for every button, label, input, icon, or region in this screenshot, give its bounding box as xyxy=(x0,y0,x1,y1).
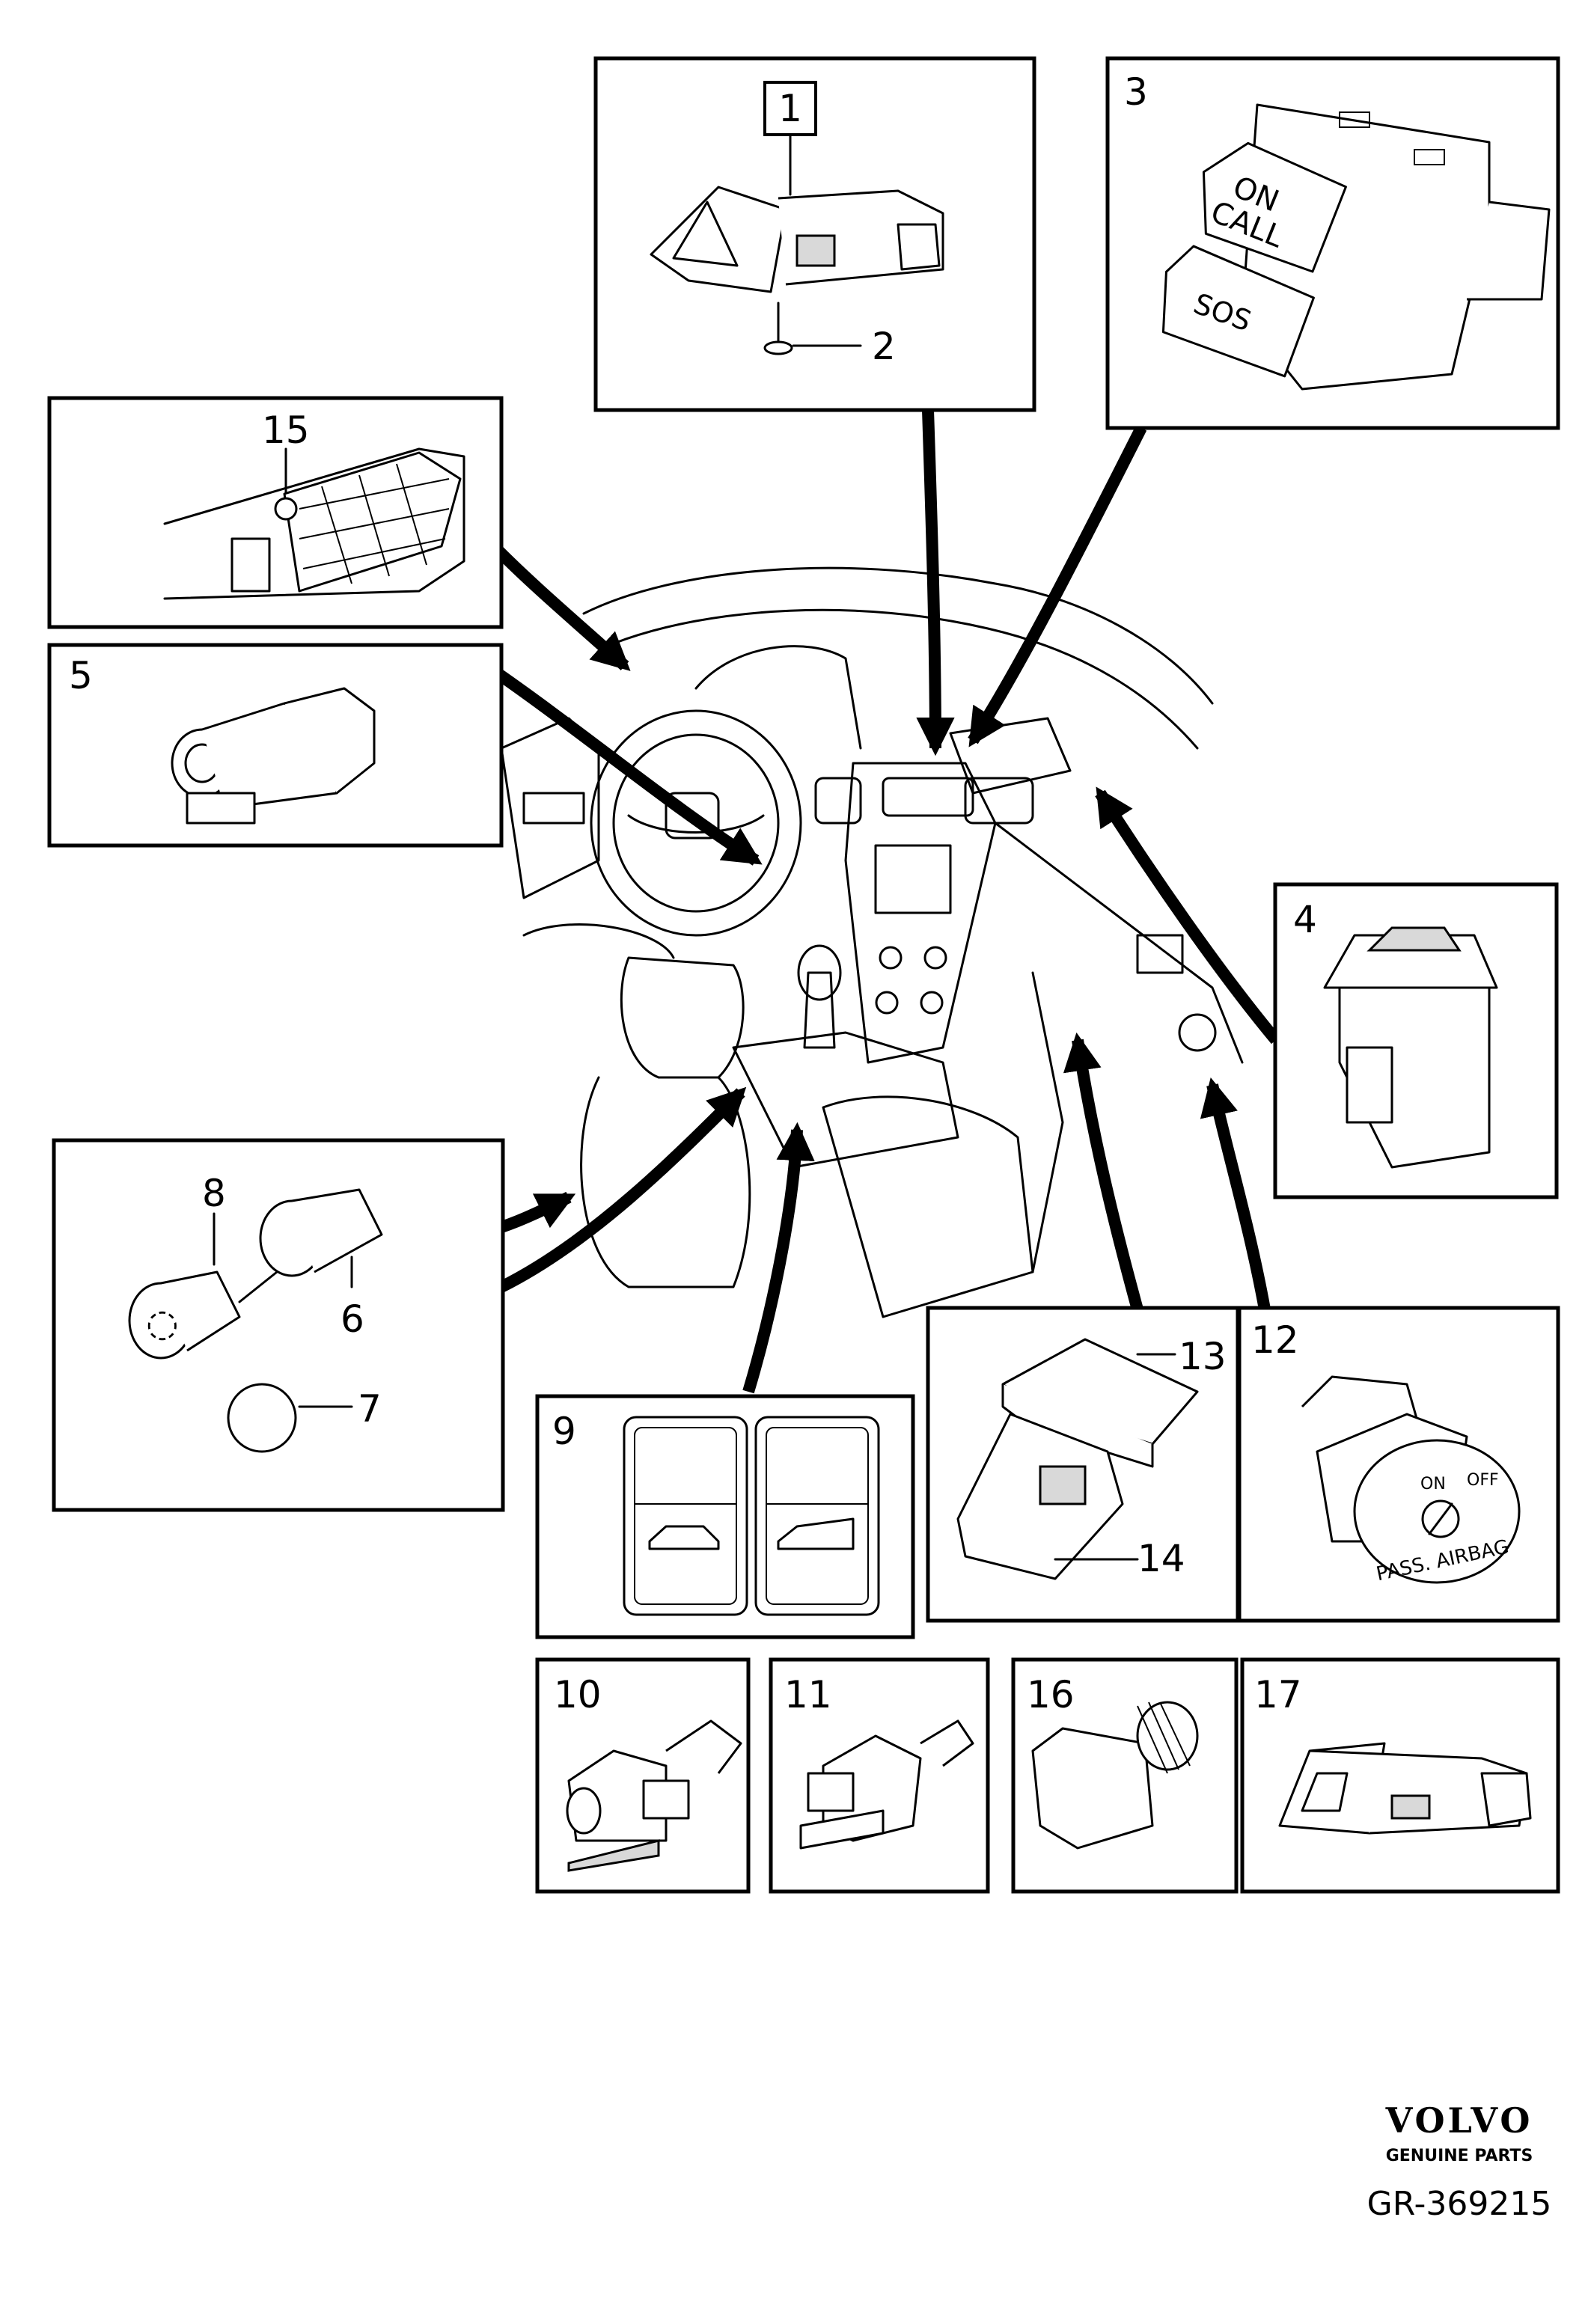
panel-on-call-sos: 3 ON CALL SOS xyxy=(1105,56,1560,430)
callout-9: 9 xyxy=(552,1410,576,1453)
panel-grille: 15 xyxy=(47,396,504,629)
panel-ignition: 5 xyxy=(47,643,504,848)
callout-13: 13 xyxy=(1179,1335,1227,1378)
volvo-logo: VOLVO xyxy=(1385,2100,1533,2141)
diagram-reference: GR-369215 xyxy=(1367,2185,1552,2223)
car-interior-illustration xyxy=(500,566,1244,1318)
panel-module-13-14: 13 14 xyxy=(926,1306,1240,1623)
panel-roof-switches: 9 xyxy=(535,1394,915,1639)
svg-text:◌: ◌ xyxy=(146,1301,179,1345)
volvo-branding: VOLVO GENUINE PARTS GR-369215 xyxy=(1367,2100,1552,2223)
callout-8: 8 xyxy=(202,1172,226,1215)
callout-11: 11 xyxy=(784,1673,832,1716)
panel-part-10: 10 xyxy=(535,1657,751,1894)
callout-3: 3 xyxy=(1124,70,1148,114)
panel-switch-4: 4 xyxy=(1273,882,1559,1199)
airbag-on-label: ON xyxy=(1420,1475,1446,1493)
callout-2: 2 xyxy=(872,325,896,368)
callout-1: 1 xyxy=(778,87,802,130)
pointer-arrows xyxy=(493,409,1281,1394)
panel-sockets: 8 ◌ 6 7 xyxy=(52,1138,505,1512)
panel-airbag-switch: 12 ON OFF PASS. AIRBAG xyxy=(1237,1306,1560,1623)
panel-part-17: 17 xyxy=(1240,1657,1560,1894)
panel-part-11: 11 xyxy=(769,1657,990,1894)
callout-15: 15 xyxy=(262,409,310,452)
genuine-parts-label: GENUINE PARTS xyxy=(1386,2147,1533,2165)
callout-14: 14 xyxy=(1137,1537,1185,1580)
callout-17: 17 xyxy=(1254,1673,1302,1716)
panel-part-16: 16 xyxy=(1011,1657,1239,1894)
airbag-off-label: OFF xyxy=(1467,1471,1499,1490)
callout-12: 12 xyxy=(1251,1318,1299,1362)
callout-6: 6 xyxy=(341,1297,364,1341)
panel-hazard-switch: 1 2 xyxy=(593,56,1036,412)
callout-7: 7 xyxy=(358,1387,382,1431)
callout-10: 10 xyxy=(554,1673,602,1716)
callout-5: 5 xyxy=(69,654,93,697)
callout-4: 4 xyxy=(1293,898,1317,941)
callout-16: 16 xyxy=(1027,1673,1075,1716)
